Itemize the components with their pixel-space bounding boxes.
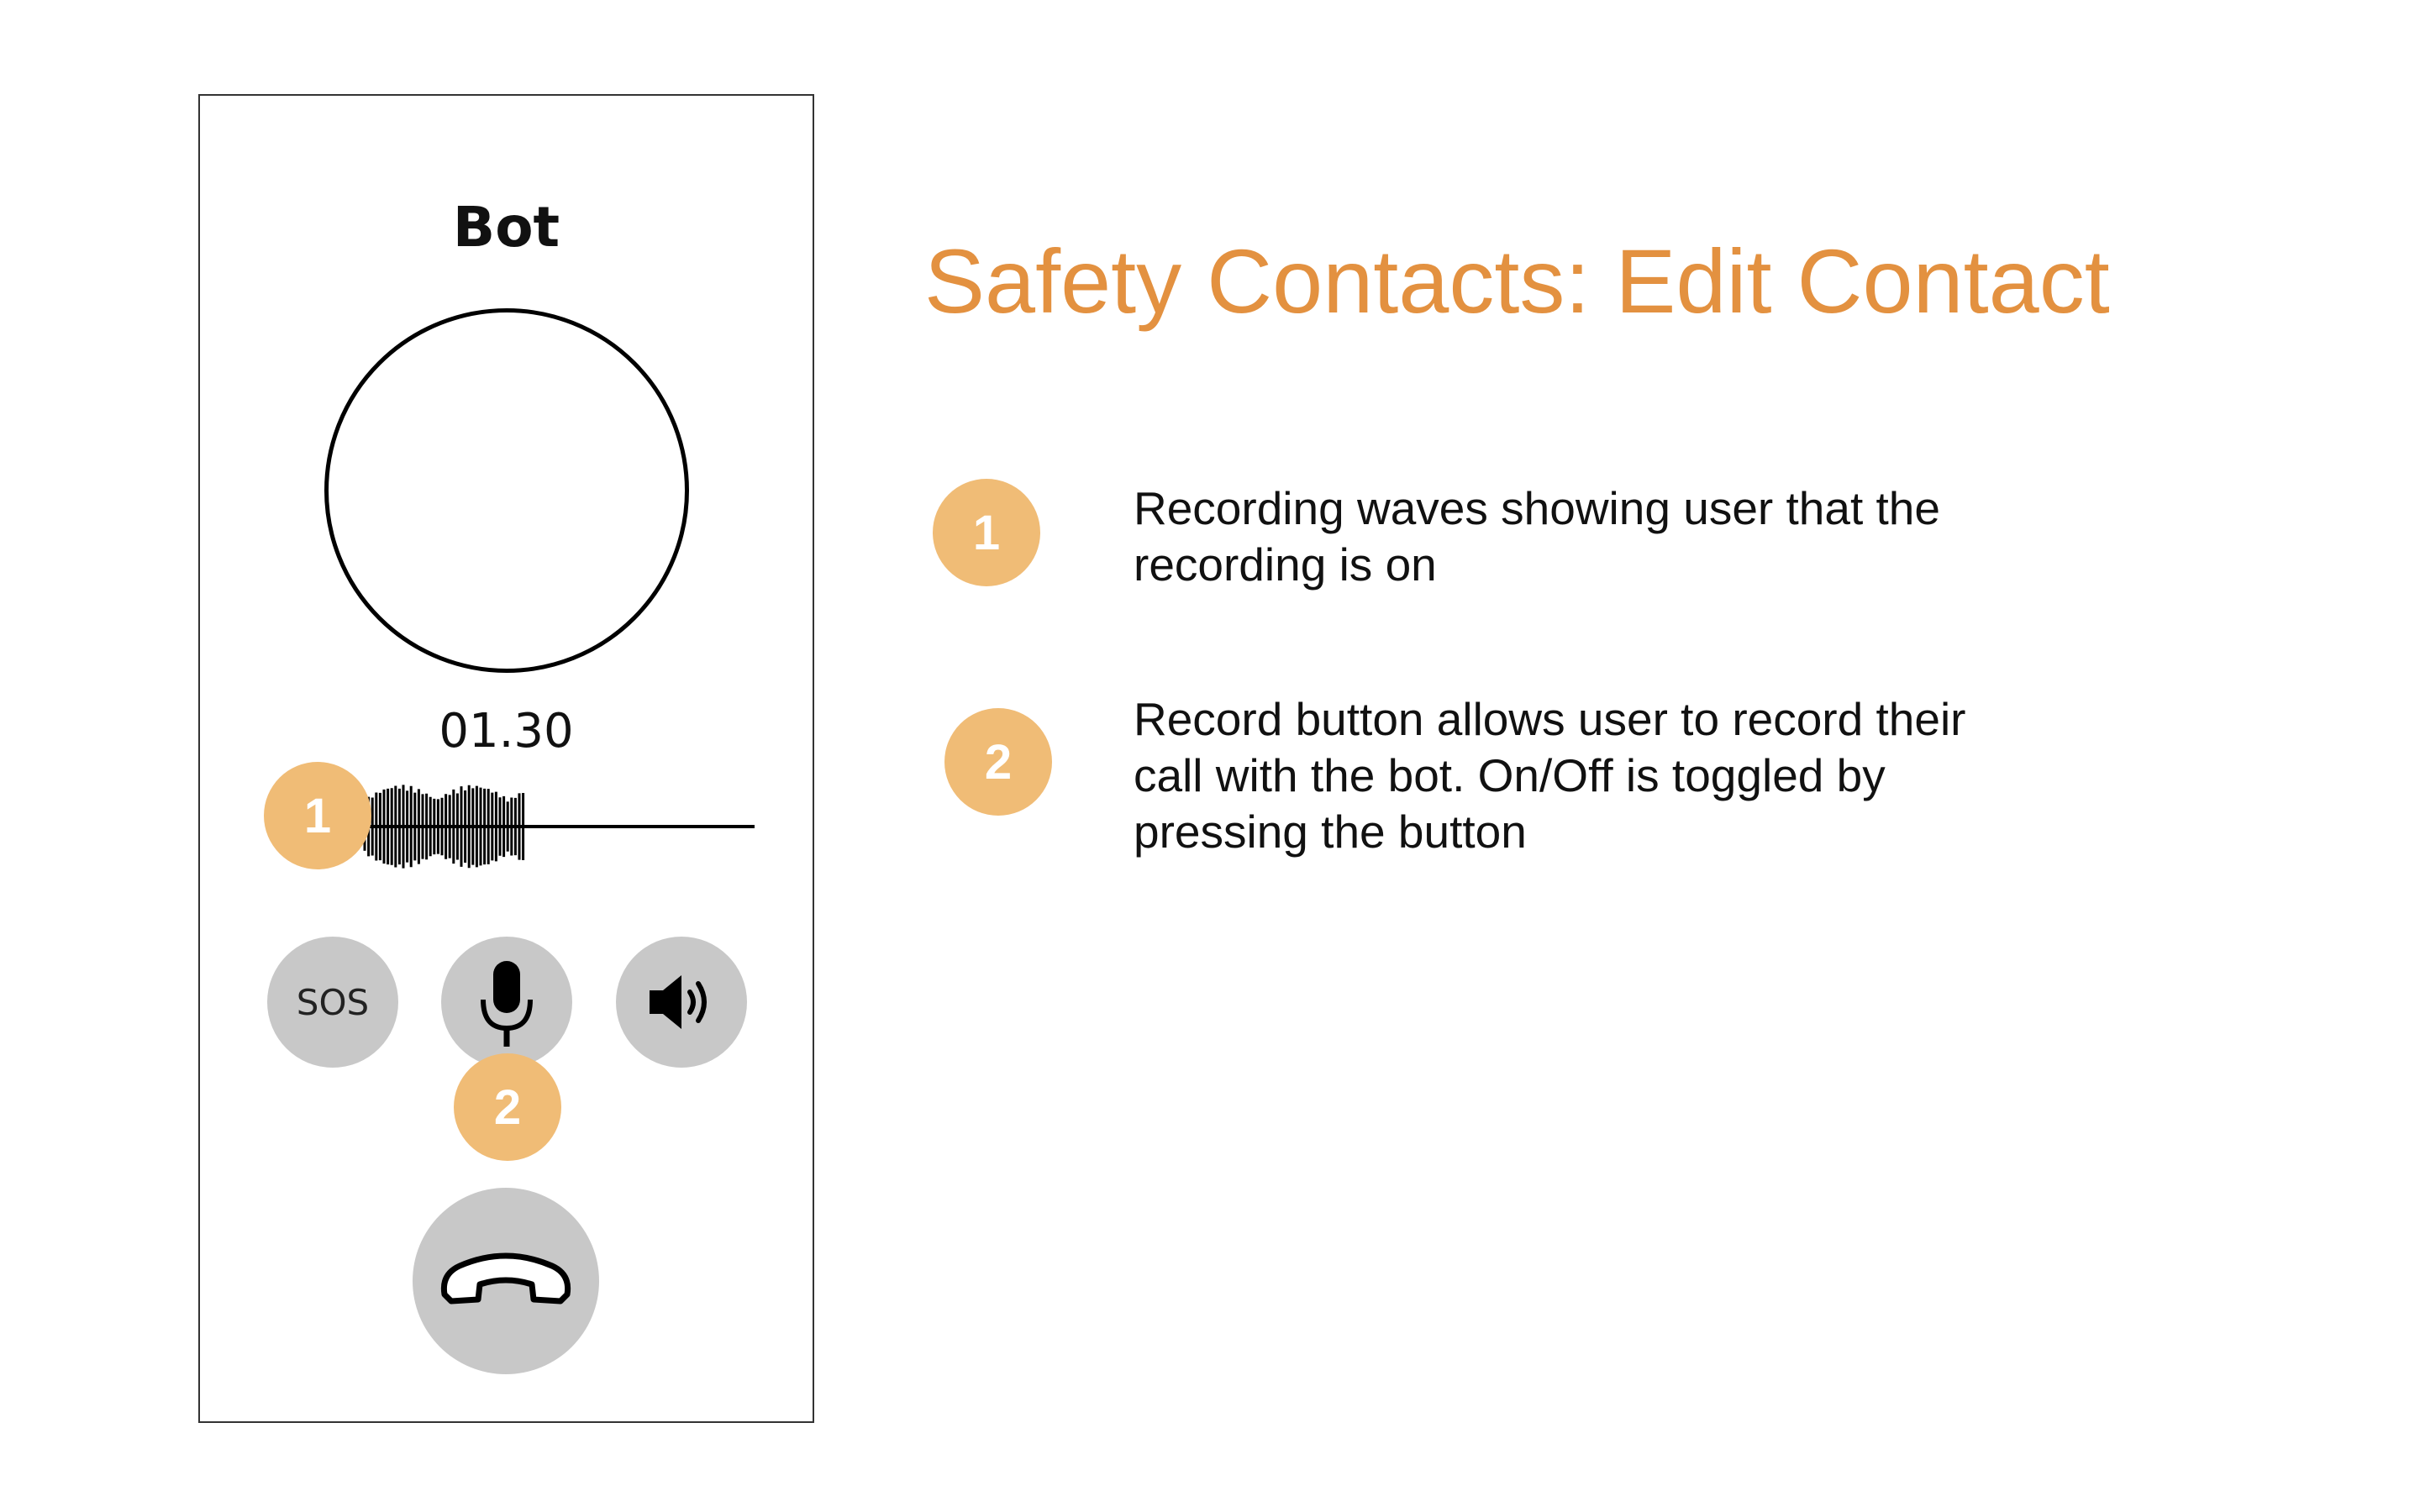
page-title: Safety Contacts: Edit Contact xyxy=(924,230,2110,332)
note-line: Record button allows user to record thei… xyxy=(1134,693,1966,745)
phone-mockup: Bot 01.30 SOS xyxy=(198,94,814,1423)
avatar xyxy=(324,308,689,673)
note-line: recording is on xyxy=(1134,538,1437,591)
speaker-button[interactable] xyxy=(616,937,747,1068)
note-2-text: Record button allows user to record thei… xyxy=(1134,691,2058,860)
microphone-icon xyxy=(481,961,533,1047)
note-1-marker: 1 xyxy=(933,479,1040,586)
sos-label: SOS xyxy=(296,981,370,1023)
contact-name: Bot xyxy=(452,195,560,260)
recording-waveform xyxy=(360,785,755,869)
note-line: call with the bot. On/Off is toggled by xyxy=(1134,749,1886,801)
note-1-text: Recording waves showing user that the re… xyxy=(1134,480,2058,593)
phone-hangup-icon xyxy=(440,1252,571,1305)
marker-wave: 1 xyxy=(264,762,371,869)
call-timer: 01.30 xyxy=(439,704,574,759)
note-line: Recording waves showing user that the xyxy=(1134,482,1940,534)
record-button[interactable] xyxy=(441,937,572,1068)
note-line: pressing the button xyxy=(1134,806,1527,858)
speaker-icon xyxy=(650,975,707,1029)
sos-button[interactable]: SOS xyxy=(267,937,398,1068)
end-call-button[interactable] xyxy=(413,1188,599,1374)
note-2-marker: 2 xyxy=(944,708,1052,816)
marker-record: 2 xyxy=(454,1053,561,1161)
